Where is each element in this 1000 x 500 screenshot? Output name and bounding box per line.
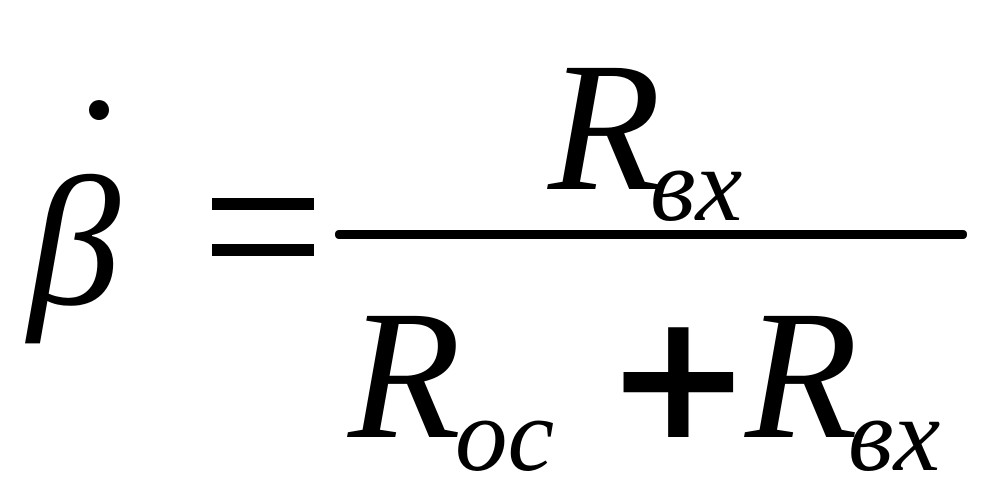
fraction-line xyxy=(335,230,967,239)
plus-operator: + xyxy=(605,276,752,479)
numerator-base: R xyxy=(548,25,662,230)
denominator-term1-base: R xyxy=(348,273,462,478)
dot-accent xyxy=(89,100,109,120)
denominator-term2-subscript: вх xyxy=(848,376,941,493)
equals-sign-top-bar xyxy=(212,198,314,210)
equals-sign-bottom-bar xyxy=(212,244,314,256)
beta-symbol: β xyxy=(28,140,121,345)
numerator-subscript: вх xyxy=(650,126,743,243)
denominator-term2-base: R xyxy=(745,273,859,478)
denominator-term1-subscript: ос xyxy=(455,376,555,493)
